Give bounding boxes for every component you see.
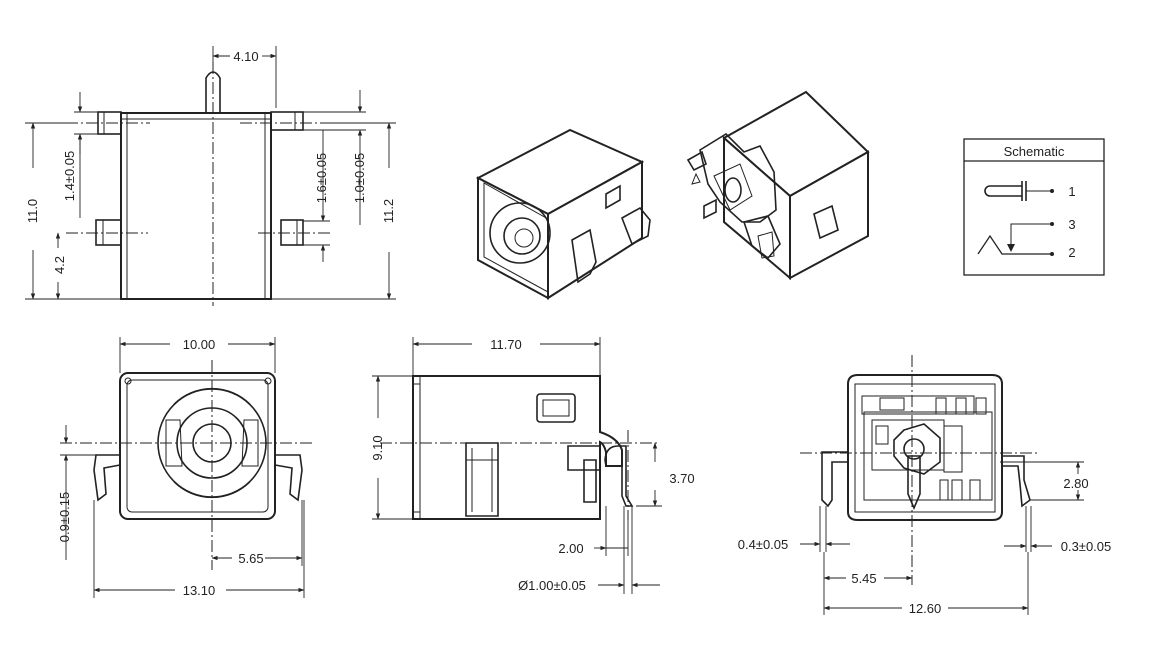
top-view: 4.10 11.0 1.4±0.05 4.2 1.6±0.05 1.0±0.05 (25, 46, 396, 306)
dim-rear-total: 12.60 (909, 601, 942, 616)
dim-rear-center: 5.45 (851, 571, 876, 586)
top-view-body (120, 112, 272, 300)
schematic-pin-1-label: 1 (1068, 184, 1075, 199)
iso-view-rear (686, 90, 870, 281)
rear-view-body (847, 374, 1003, 521)
schematic-box: Schematic 1 3 2 (963, 138, 1105, 276)
side-view: 11.70 9.10 3.70 2.00 Ø1.00±0.05 (370, 337, 695, 594)
side-view-body (412, 375, 623, 520)
dim-front-width: 10.00 (183, 337, 216, 352)
front-view-body (119, 372, 276, 520)
dim-pin-offset-right: 1.6±0.05 (314, 153, 329, 204)
dim-rear-right-pin: 0.3±0.05 (1061, 539, 1112, 554)
front-right-tab (274, 454, 303, 502)
right-upper-pin (270, 111, 304, 131)
dim-lower-pin-height: 4.2 (52, 256, 67, 274)
rear-view: 2.80 0.4±0.05 0.3±0.05 5.45 12.60 (738, 355, 1112, 616)
dim-side-pin-drop: 3.70 (669, 471, 694, 486)
schematic-pin-3-label: 3 (1068, 217, 1075, 232)
dim-front-pin-offset: 0.9±0.15 (57, 492, 72, 543)
rear-left-tab (821, 451, 849, 508)
dim-height-right: 11.2 (381, 199, 396, 223)
dim-front-total: 13.10 (183, 583, 216, 598)
dim-side-height: 9.10 (370, 435, 385, 460)
dim-side-pin-gap: 2.00 (558, 541, 583, 556)
dim-rear-pin-drop: 2.80 (1063, 476, 1088, 491)
schematic-title: Schematic (1004, 144, 1065, 159)
dim-side-pin-dia: Ø1.00±0.05 (518, 578, 586, 593)
schematic-pin-1-symbol (984, 185, 1022, 197)
dim-front-center: 5.65 (238, 551, 263, 566)
dim-height-total: 11.0 (25, 199, 40, 223)
dim-side-length: 11.70 (490, 337, 522, 352)
front-view: 10.00 0.9±0.15 5.65 13.10 (57, 337, 314, 598)
front-left-tab (93, 454, 121, 502)
rear-right-tab (1001, 455, 1031, 508)
schematic-pin-2-symbol (977, 234, 1052, 255)
schematic-pin-2-label: 2 (1068, 245, 1075, 260)
dim-top-width: 4.10 (233, 49, 258, 64)
dim-rear-left-pin: 0.4±0.05 (738, 537, 789, 552)
iso-view-front (475, 128, 651, 300)
dim-pin-offset-left: 1.4±0.05 (62, 151, 77, 202)
dim-pin-width-right: 1.0±0.05 (352, 153, 367, 204)
